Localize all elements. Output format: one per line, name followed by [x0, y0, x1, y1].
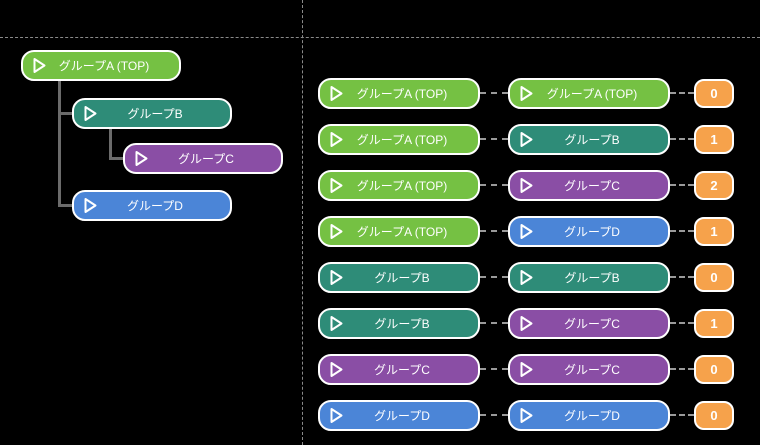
comparison-left-node[interactable]: グループA (TOP)	[318, 124, 480, 155]
vertical-dashed-separator	[302, 0, 303, 445]
comparison-left-node[interactable]: グループB	[318, 308, 480, 339]
dashed-connector	[670, 368, 694, 370]
play-triangle-icon	[83, 197, 98, 214]
dashed-connector	[480, 276, 508, 278]
comparison-row: グループA (TOP) グループB 1	[318, 124, 734, 155]
count-badge: 1	[694, 309, 734, 338]
comparison-left-node[interactable]: グループA (TOP)	[318, 170, 480, 201]
dashed-connector	[670, 230, 694, 232]
comparison-row: グループA (TOP) グループD 1	[318, 216, 734, 247]
group-node-label: グループB	[374, 271, 430, 285]
comparison-right-node[interactable]: グループD	[508, 216, 670, 247]
comparison-right-node[interactable]: グループC	[508, 308, 670, 339]
group-node-label: グループB	[564, 271, 620, 285]
play-triangle-icon	[519, 407, 534, 424]
comparison-left-node[interactable]: グループC	[318, 354, 480, 385]
play-triangle-icon	[83, 105, 98, 122]
comparison-left-node[interactable]: グループA (TOP)	[318, 78, 480, 109]
comparison-row: グループC グループC 0	[318, 354, 734, 385]
dashed-connector	[480, 322, 508, 324]
play-triangle-icon	[519, 131, 534, 148]
group-node-label: グループA (TOP)	[356, 87, 448, 101]
tree-node-group-d[interactable]: グループD	[72, 190, 232, 221]
group-node-label: グループA (TOP)	[546, 87, 638, 101]
group-node-label: グループB	[564, 133, 620, 147]
tree-node-label: グループC	[178, 152, 234, 166]
dashed-connector	[480, 138, 508, 140]
group-node-label: グループC	[564, 317, 620, 331]
play-triangle-icon	[134, 150, 149, 167]
comparison-right-node[interactable]: グループA (TOP)	[508, 78, 670, 109]
group-node-label: グループD	[374, 409, 430, 423]
comparison-left-node[interactable]: グループD	[318, 400, 480, 431]
dashed-connector	[670, 138, 694, 140]
play-triangle-icon	[329, 177, 344, 194]
tree-node-group-a[interactable]: グループA (TOP)	[21, 50, 181, 81]
play-triangle-icon	[519, 269, 534, 286]
group-node-label: グループC	[564, 363, 620, 377]
count-badge: 0	[694, 79, 734, 108]
dashed-connector	[480, 92, 508, 94]
comparison-right-node[interactable]: グループD	[508, 400, 670, 431]
count-badge: 2	[694, 171, 734, 200]
count-badge: 0	[694, 401, 734, 430]
comparison-row: グループD グループD 0	[318, 400, 734, 431]
comparison-row: グループA (TOP) グループA (TOP) 0	[318, 78, 734, 109]
play-triangle-icon	[329, 269, 344, 286]
dashed-connector	[670, 184, 694, 186]
play-triangle-icon	[329, 361, 344, 378]
tree-connector-to-c	[109, 157, 125, 160]
dashed-connector	[480, 414, 508, 416]
dashed-connector	[480, 184, 508, 186]
play-triangle-icon	[329, 315, 344, 332]
play-triangle-icon	[32, 57, 47, 74]
tree-node-label: グループA (TOP)	[58, 59, 150, 73]
play-triangle-icon	[519, 361, 534, 378]
dashed-connector	[670, 276, 694, 278]
group-node-label: グループB	[374, 317, 430, 331]
count-badge: 0	[694, 355, 734, 384]
group-node-label: グループC	[374, 363, 430, 377]
play-triangle-icon	[519, 177, 534, 194]
tree-connector-to-b	[58, 112, 74, 115]
count-badge: 1	[694, 217, 734, 246]
group-node-label: グループA (TOP)	[356, 133, 448, 147]
comparison-right-node[interactable]: グループB	[508, 262, 670, 293]
horizontal-dashed-separator	[0, 37, 760, 38]
dashed-connector	[480, 368, 508, 370]
comparison-left-node[interactable]: グループA (TOP)	[318, 216, 480, 247]
group-node-label: グループD	[564, 409, 620, 423]
group-node-label: グループA (TOP)	[356, 225, 448, 239]
dashed-connector	[670, 414, 694, 416]
play-triangle-icon	[329, 85, 344, 102]
dashed-connector	[480, 230, 508, 232]
play-triangle-icon	[519, 85, 534, 102]
tree-connector-vertical-b	[109, 129, 112, 159]
play-triangle-icon	[329, 223, 344, 240]
tree-node-label: グループB	[127, 107, 183, 121]
dashed-connector	[670, 92, 694, 94]
comparison-right-node[interactable]: グループB	[508, 124, 670, 155]
comparison-row: グループB グループB 0	[318, 262, 734, 293]
group-node-label: グループC	[564, 179, 620, 193]
count-badge: 1	[694, 125, 734, 154]
comparison-right-node[interactable]: グループC	[508, 354, 670, 385]
group-node-label: グループD	[564, 225, 620, 239]
comparison-row: グループA (TOP) グループC 2	[318, 170, 734, 201]
group-node-label: グループA (TOP)	[356, 179, 448, 193]
play-triangle-icon	[329, 407, 344, 424]
tree-node-group-c[interactable]: グループC	[123, 143, 283, 174]
tree-connector-to-d	[58, 204, 74, 207]
count-badge: 0	[694, 263, 734, 292]
play-triangle-icon	[519, 223, 534, 240]
play-triangle-icon	[329, 131, 344, 148]
tree-node-group-b[interactable]: グループB	[72, 98, 232, 129]
play-triangle-icon	[519, 315, 534, 332]
tree-node-label: グループD	[127, 199, 183, 213]
dashed-connector	[670, 322, 694, 324]
comparison-left-node[interactable]: グループB	[318, 262, 480, 293]
comparison-right-node[interactable]: グループC	[508, 170, 670, 201]
comparison-row: グループB グループC 1	[318, 308, 734, 339]
tree-connector-vertical-a	[58, 81, 61, 206]
